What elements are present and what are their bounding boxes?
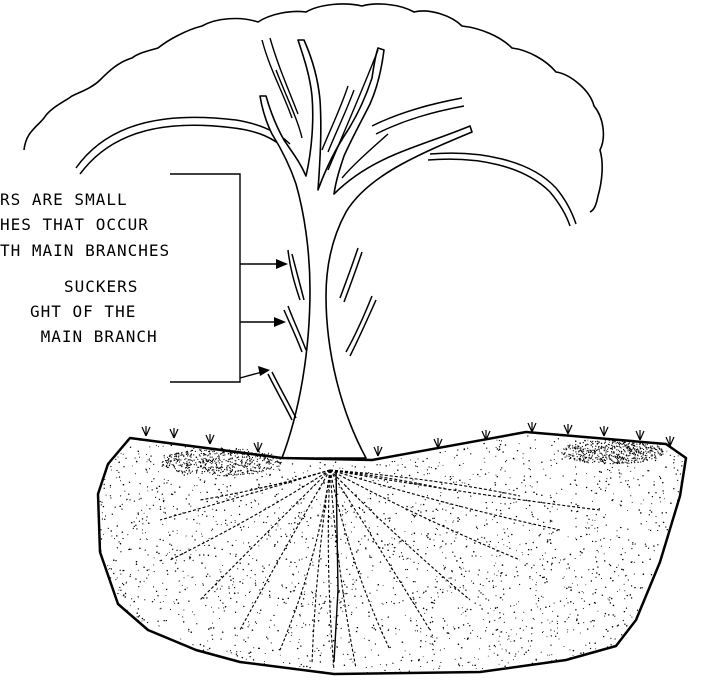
grass-tuft-icon bbox=[528, 422, 536, 432]
arrow-icons bbox=[258, 259, 288, 376]
grass-tuft-icon bbox=[206, 434, 214, 444]
grass-tuft-icon bbox=[636, 430, 644, 440]
arrow-icon bbox=[274, 317, 286, 327]
grass-tuft-icon bbox=[600, 426, 608, 436]
soil-mass bbox=[98, 432, 686, 674]
sucker-left-upper bbox=[288, 250, 304, 300]
grass-tuft-icon bbox=[374, 446, 382, 456]
sucker-left-middle bbox=[284, 306, 306, 352]
arrow-icon bbox=[276, 259, 288, 269]
annotation-line-3: TH MAIN BRANCHES bbox=[0, 241, 170, 260]
annotation-line-1: RS ARE SMALL bbox=[0, 190, 128, 209]
annotation-line-6: MAIN BRANCH bbox=[30, 327, 158, 346]
grass-tuft-icon bbox=[170, 428, 178, 438]
grass-tuft-icon bbox=[142, 426, 150, 436]
sucker-right-upper bbox=[340, 248, 362, 302]
annotation-line-2: HES THAT OCCUR bbox=[0, 215, 149, 234]
sucker-left-lower bbox=[268, 372, 296, 420]
sucker-right-lower bbox=[346, 296, 376, 356]
grass-tuft-icon bbox=[254, 442, 262, 452]
annotation-line-5: GHT OF THE bbox=[30, 302, 136, 321]
annotation-text: RS ARE SMALL HES THAT OCCUR TH MAIN BRAN… bbox=[0, 190, 170, 346]
annotation-line-4: SUCKERS bbox=[64, 277, 138, 296]
grass-tuft-icon bbox=[564, 424, 572, 434]
callout-bracket bbox=[170, 174, 282, 382]
